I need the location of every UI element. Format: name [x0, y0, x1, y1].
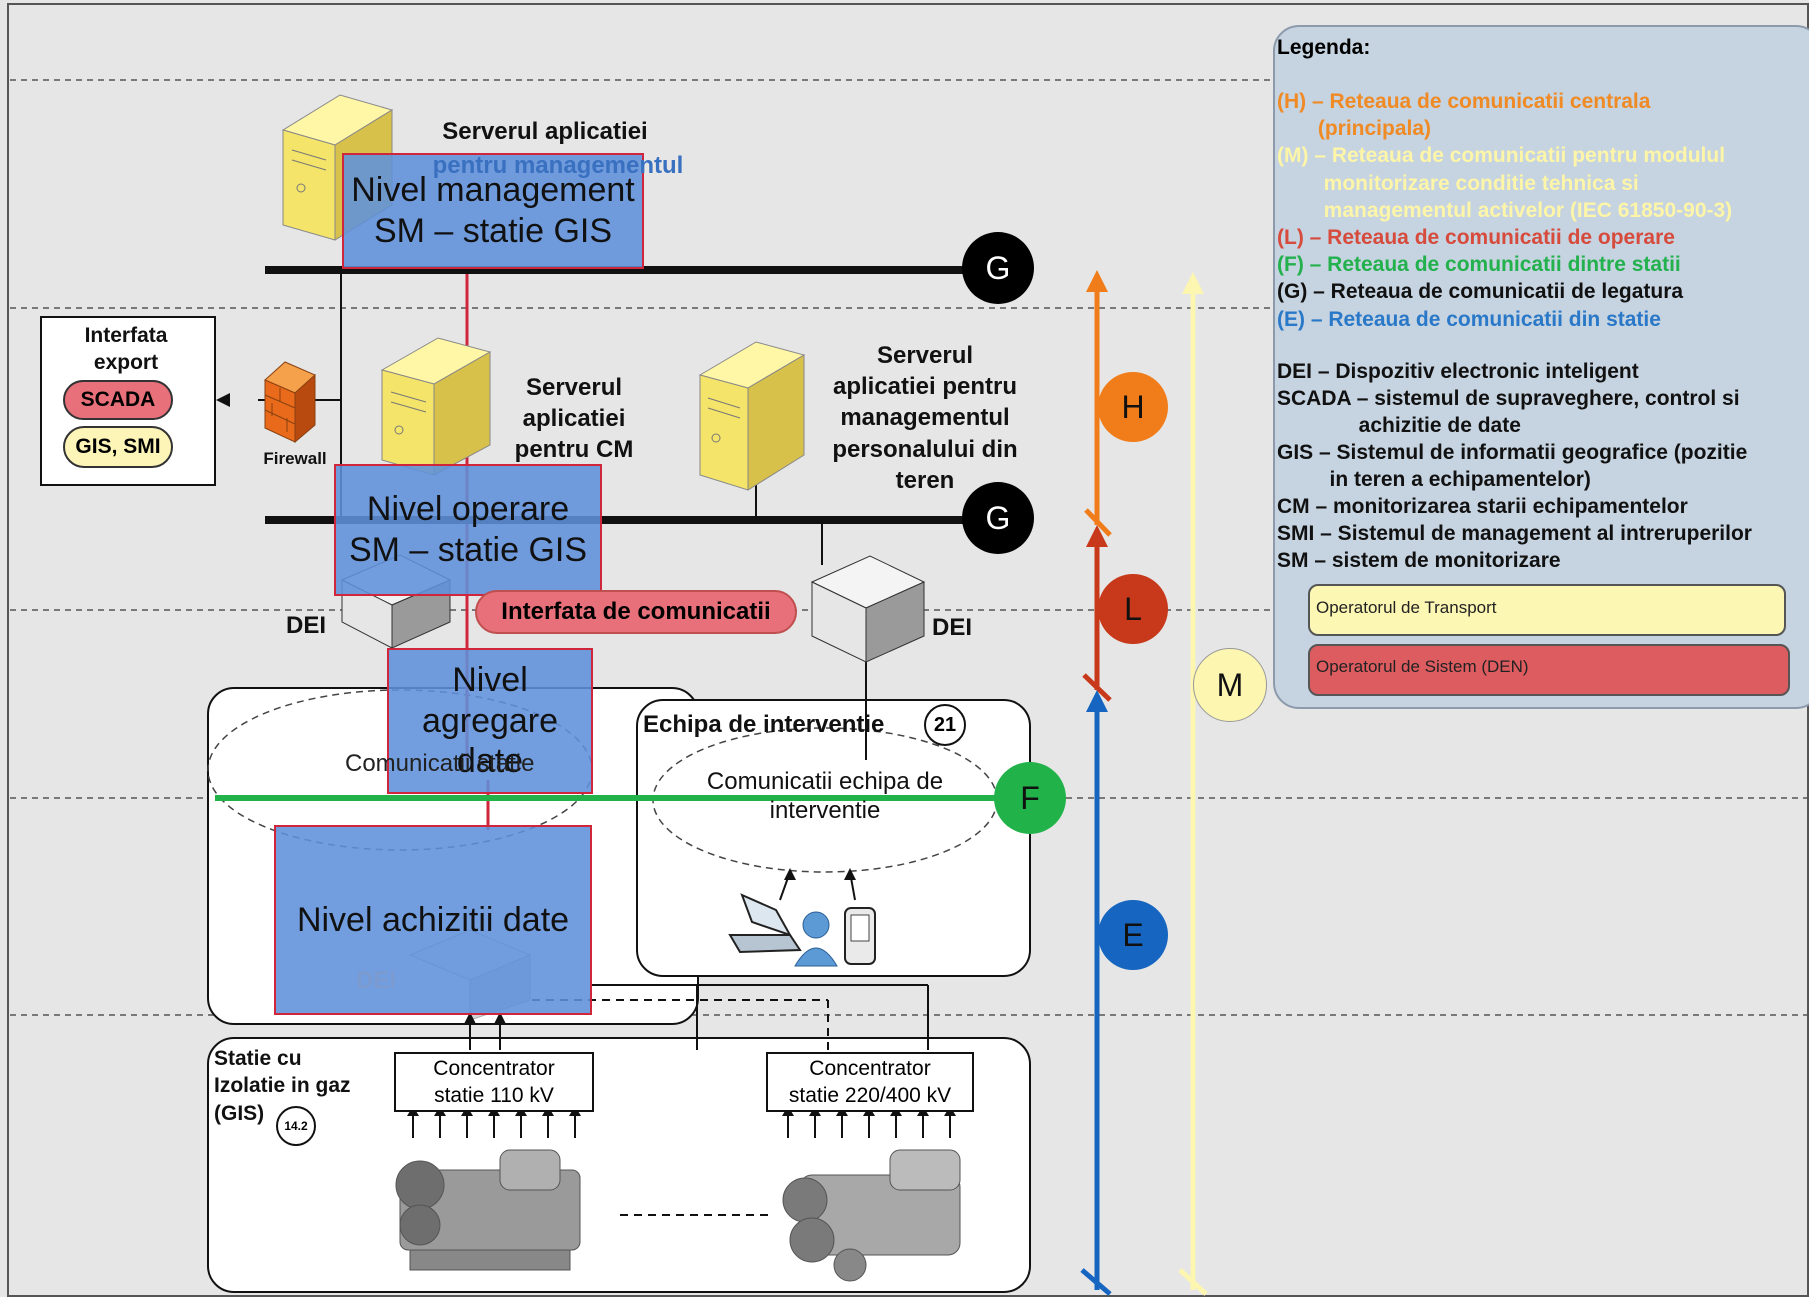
legend-abbrev-item: achizitie de date [1277, 414, 1521, 437]
network-e-circle: E [1098, 900, 1168, 970]
station-comm-label: Comunicatii statie [345, 750, 535, 777]
legend-title: Legenda: [1277, 36, 1371, 59]
legend-abbrev-item: SCADA – sistemul de supraveghere, contro… [1277, 387, 1740, 410]
network-h-circle: H [1098, 372, 1168, 442]
firewall-label: Firewall [263, 449, 327, 468]
gis-station-title: Statie cu Izolatie in gaz (GIS) [214, 1047, 351, 1125]
gis-equipment-220-icon [782, 1149, 961, 1282]
input-arrows-110 [412, 1112, 576, 1138]
legend-network-item: (L) – Reteaua de comunicatii de operare [1277, 226, 1675, 249]
level-management: Nivel management SM – statie GIS [342, 153, 644, 269]
legend-abbrev-item: DEI – Dispozitiv electronic inteligent [1277, 360, 1639, 383]
team-title: Echipa de interventie [643, 711, 885, 738]
legend-network-item: monitorizare conditie tehnica si [1277, 171, 1639, 195]
server-management-hidden-label: pentru managementul [432, 152, 684, 179]
legend-network-item: (principala) [1277, 117, 1432, 141]
dei-hidden-label: DEI [356, 967, 397, 994]
server-cm-label: Serverul aplicatiei pentru CM [514, 374, 634, 464]
legend-abbrev-item: SMI – Sistemul de management al intrerup… [1277, 522, 1752, 545]
legend-abbrev-item: GIS – Sistemul de informatii geografice … [1277, 441, 1748, 464]
input-arrows-220 [787, 1112, 951, 1138]
person-icon [794, 911, 838, 967]
firewall-icon [264, 361, 316, 444]
level-operare: Nivel operare SM – statie GIS [334, 464, 602, 596]
comm-interface-badge: Interfata de comunicatii [475, 590, 797, 634]
legend-abbrev-item: CM – monitorizarea starii echipamentelor [1277, 495, 1688, 518]
gis-station-badge: 14.2 [276, 1106, 316, 1146]
server-management-label: Serverul aplicatiei [442, 118, 648, 145]
network-g-mid-circle: G [962, 482, 1034, 554]
server-cm-icon [380, 337, 492, 476]
operator-transport-box [1308, 584, 1786, 636]
level-achizitii: Nivel achizitii date [274, 825, 592, 1015]
server-personnel-label: Serverul aplicatiei pentru managementul … [832, 342, 1018, 494]
dei-right-label: DEI [932, 614, 973, 641]
phone-icon [844, 907, 876, 965]
concentrator-110: Concentrator statie 110 kV [394, 1052, 594, 1112]
gis-equipment-110-icon [395, 1149, 581, 1271]
export-interface-title: Interfata export [84, 324, 168, 375]
concentrator-220-400: Concentrator statie 220/400 kV [766, 1052, 974, 1112]
operator-transport-label: Operatorul de Transport [1316, 598, 1497, 617]
operator-sistem-box [1308, 644, 1790, 696]
legend-network-item: (F) – Reteaua de comunicatii dintre stat… [1277, 253, 1681, 277]
team-badge: 21 [924, 704, 966, 746]
network-l-circle: L [1098, 574, 1168, 644]
export-arrow-head [216, 393, 230, 407]
network-m-circle: M [1193, 648, 1267, 722]
legend-network-item: (M) – Reteaua de comunicatii pentru modu… [1277, 144, 1726, 168]
operator-sistem-label: Operatorul de Sistem (DEN) [1316, 657, 1529, 676]
legend-network-item: (G) – Reteaua de comunicatii de legatura [1277, 280, 1684, 304]
dei-right-icon [810, 555, 926, 663]
level-agregare: Nivel agregare date [387, 648, 593, 794]
legend-network-item: managementul activelor (IEC 61850-90-3) [1277, 198, 1733, 222]
legend-network-item: (H) – Reteaua de comunicatii centrala [1277, 90, 1651, 113]
legend-abbrev-item: in teren a echipamentelor) [1277, 468, 1591, 491]
legend-network-item: (E) – Reteaua de comunicatii din statie [1277, 307, 1661, 331]
gis-smi-badge: GIS, SMI [63, 426, 173, 468]
network-f-circle: F [994, 762, 1066, 834]
server-personnel-icon [698, 341, 806, 491]
dei-left-label: DEI [286, 612, 327, 639]
network-g-top-circle: G [962, 232, 1034, 304]
laptop-icon [728, 893, 802, 954]
legend-abbrev-item: SM – sistem de monitorizare [1277, 549, 1561, 572]
scada-badge: SCADA [63, 380, 173, 420]
team-comm-label: Comunicatii echipa de interventie [706, 768, 944, 824]
